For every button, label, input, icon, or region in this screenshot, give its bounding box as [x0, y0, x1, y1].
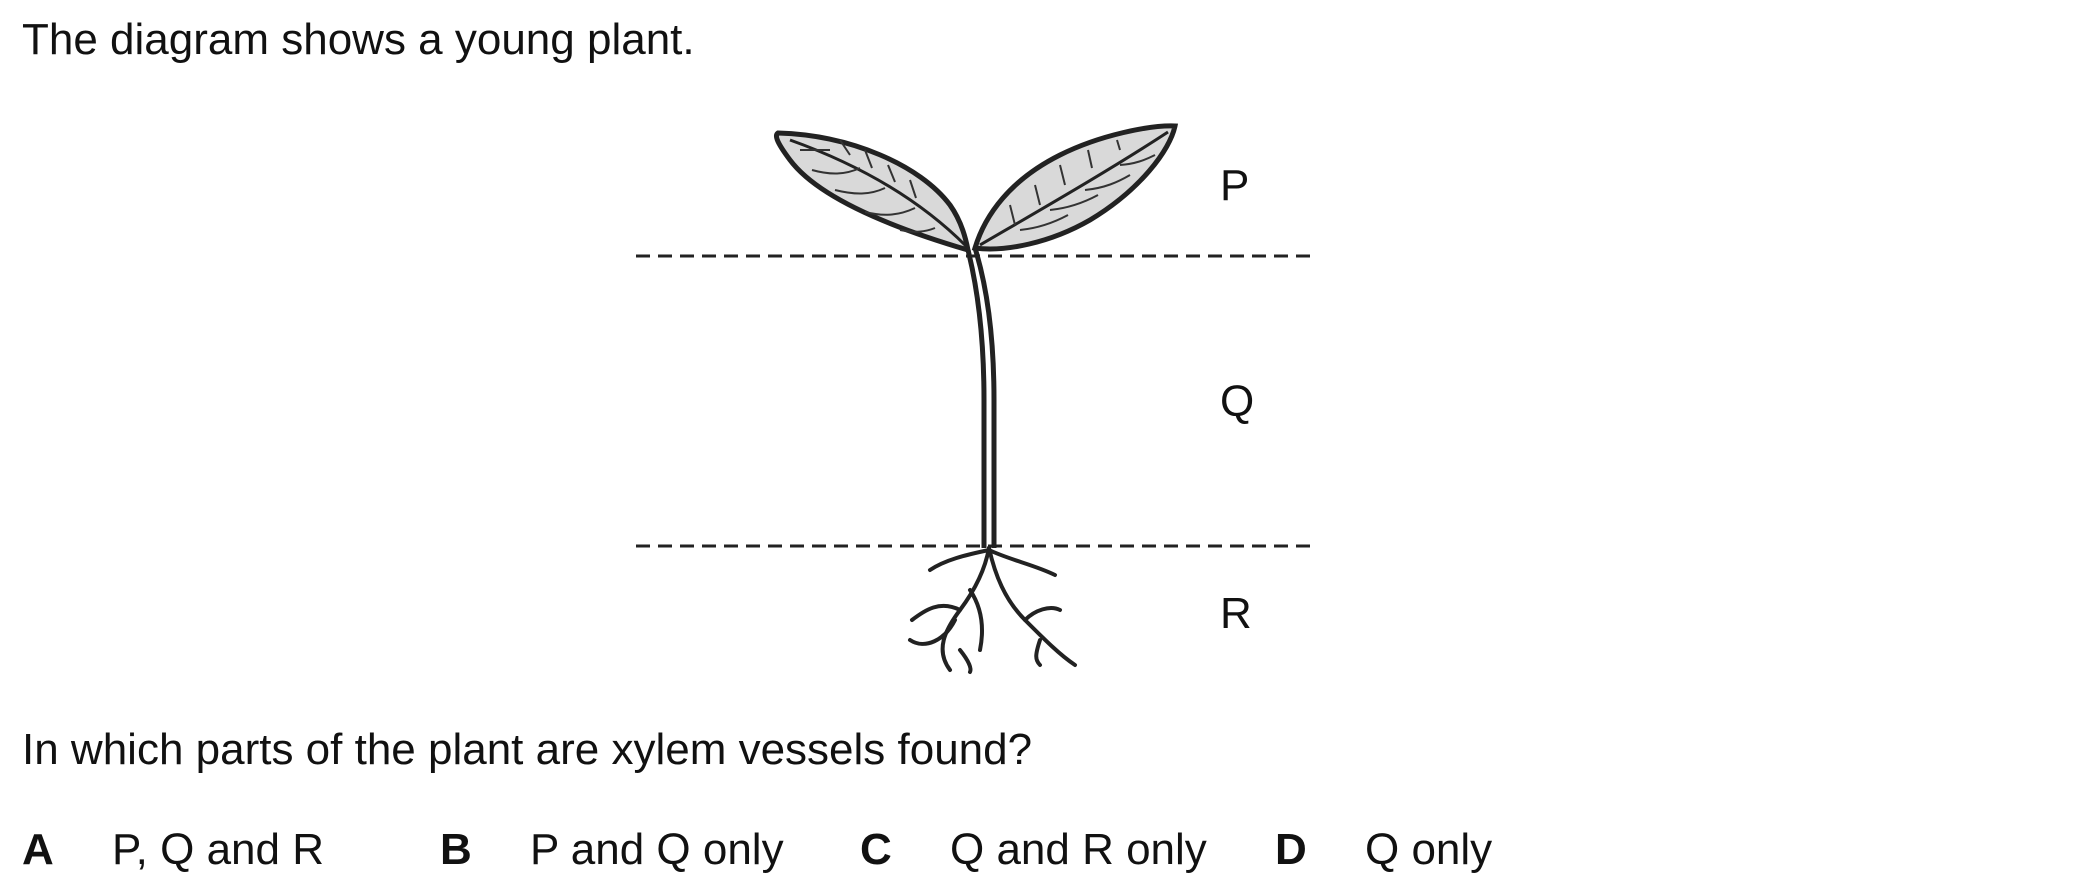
question-stem: The diagram shows a young plant.	[22, 15, 695, 64]
option-key: C	[860, 825, 892, 874]
right-leaf	[971, 123, 1179, 252]
roots	[908, 546, 1077, 674]
label-p: P	[1220, 161, 1249, 210]
option-text: Q and R only	[950, 825, 1207, 874]
stem	[965, 247, 997, 548]
option-key: D	[1275, 825, 1307, 874]
label-q: Q	[1220, 377, 1254, 426]
answer-options: A P, Q and R B P and Q only C Q and R on…	[0, 820, 2100, 880]
option-text: Q only	[1365, 825, 1493, 874]
option-text: P, Q and R	[112, 825, 324, 874]
label-r: R	[1220, 589, 1252, 638]
option-key: B	[440, 825, 472, 874]
question-prompt: In which parts of the plant are xylem ve…	[22, 725, 1033, 774]
option-key: A	[22, 825, 54, 874]
left-leaf	[774, 130, 972, 254]
option-text: P and Q only	[530, 825, 784, 874]
